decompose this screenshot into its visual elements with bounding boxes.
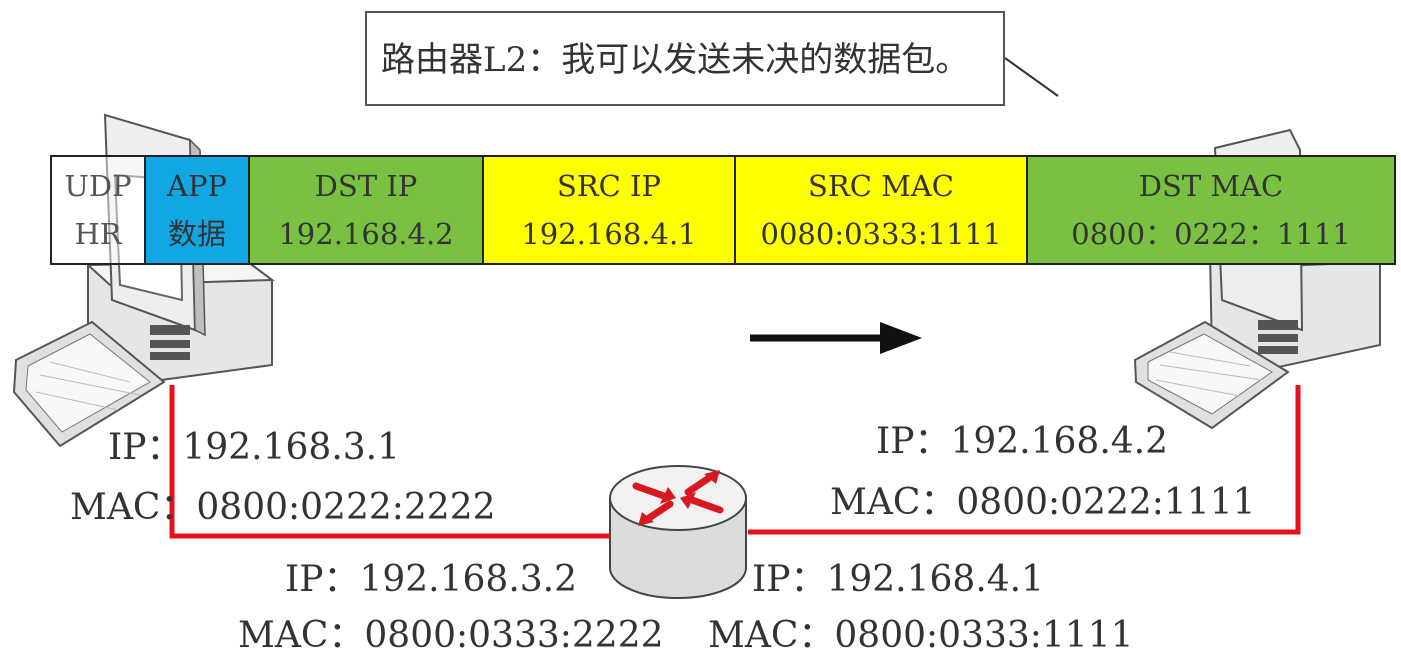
cell-line1: UDP — [64, 169, 132, 203]
left-host-ip: IP：192.168.3.1 — [108, 427, 401, 468]
right-host-ip: IP：192.168.4.2 — [876, 421, 1169, 462]
router-right-port-mac: MAC：0800:0333:1111 — [708, 615, 1134, 656]
cell-line2: 数据 — [167, 217, 226, 251]
packet-cell-src-mac: SRC MAC 0080:0333:1111 — [734, 155, 1028, 265]
right-host-mac: MAC：0800:0222:1111 — [830, 482, 1256, 523]
packet-cell-app-data: APP 数据 — [144, 155, 250, 265]
callout-box: 路由器L2：我可以发送未决的数据包。 — [365, 11, 1005, 106]
cell-line1: DST MAC — [1138, 169, 1284, 203]
cell-line1: SRC IP — [556, 169, 662, 203]
router-left-port-mac: MAC：0800:0333:2222 — [238, 615, 664, 656]
packet-cell-dst-ip: DST IP 192.168.4.2 — [248, 155, 484, 265]
cell-line1: DST IP — [314, 169, 418, 203]
cell-line2: 192.168.4.1 — [521, 217, 697, 251]
direction-arrow — [750, 322, 922, 354]
router-right-port-ip: IP：192.168.4.1 — [752, 559, 1045, 600]
router-icon — [609, 465, 747, 599]
packet-cell-dst-mac: DST MAC 0800：0222：1111 — [1026, 155, 1396, 265]
right-link — [748, 385, 1301, 535]
packet-cell-udp-hr: UDP HR — [50, 155, 146, 265]
callout-text: 路由器L2：我可以发送未决的数据包。 — [381, 40, 970, 80]
cell-line2: HR — [74, 217, 122, 251]
left-host-mac: MAC：0800:0222:2222 — [70, 487, 496, 528]
router-left-port-ip: IP：192.168.3.2 — [285, 559, 578, 600]
packet-header: UDP HR APP 数据 DST IP 192.168.4.2 SRC IP … — [50, 155, 1401, 265]
cell-line1: APP — [167, 169, 227, 203]
left-link — [169, 385, 612, 539]
cell-line2: 0080:0333:1111 — [760, 217, 1002, 251]
callout-pointer — [1004, 57, 1059, 97]
cell-line2: 0800：0222：1111 — [1071, 217, 1351, 251]
packet-cell-src-ip: SRC IP 192.168.4.1 — [482, 155, 736, 265]
cell-line2: 192.168.4.2 — [278, 217, 454, 251]
cell-line1: SRC MAC — [808, 169, 954, 203]
